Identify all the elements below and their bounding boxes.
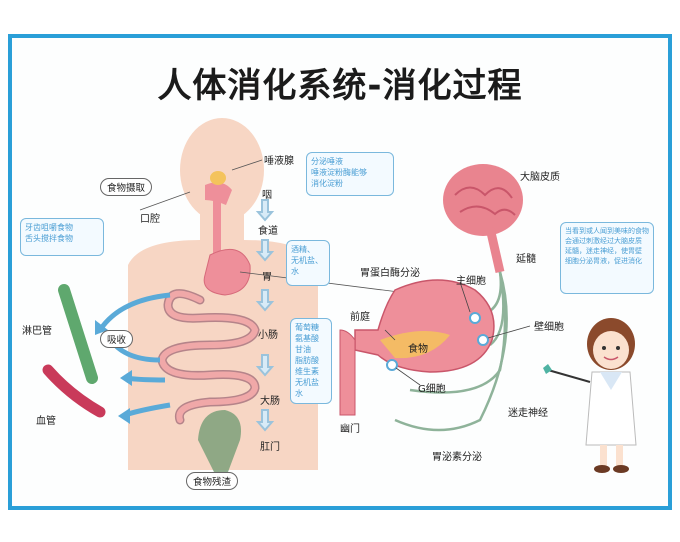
label-parietal-cell: 壁细胞 [534, 322, 564, 333]
saliva-gland-shape [210, 171, 226, 185]
large-intestine-shape [198, 410, 241, 472]
label-saliva-gland: 唾液腺 [264, 156, 294, 167]
stomach-illustration [339, 279, 495, 416]
si-absorb-line-7: 水 [295, 389, 303, 398]
teeth-tongue-box: 牙齿咀嚼食物 舌头搅拌食物 [20, 218, 104, 256]
brain-illustration [443, 164, 523, 273]
brain-note-line-1: 当看到或人闻到美味的食物 [565, 227, 649, 235]
label-absorption: 吸收 [100, 330, 134, 348]
poster-title: 人体消化系统-消化过程 [157, 66, 523, 106]
brain-note-line-3: 延髓，迷走神经，使胃壁 [565, 247, 642, 255]
saliva-note-line-1: 分泌唾液 [311, 157, 343, 166]
teeth-tongue-line-1: 牙齿咀嚼食物 [25, 223, 73, 232]
si-absorb-line-3: 甘油 [295, 345, 311, 354]
label-large-intestine: 大肠 [260, 396, 280, 407]
stomach-absorb-line-2: 无机盐、 [291, 256, 323, 265]
small-intestine-absorb-box: 葡萄糖 氨基酸 甘油 脂肪酸 维生素 无机盐 水 [290, 318, 332, 404]
label-medulla: 延髓 [516, 254, 536, 265]
brain-note-box: 当看到或人闻到美味的食物 会通过刺激经过大脑皮质 延髓，迷走神经，使胃壁 细胞分… [560, 222, 654, 294]
label-pharynx: 咽 [262, 190, 272, 201]
label-esophagus: 食道 [258, 226, 278, 237]
si-absorb-line-5: 维生素 [295, 367, 319, 376]
teeth-tongue-line-2: 舌头搅拌食物 [25, 234, 73, 243]
label-stomach: 胃 [262, 272, 272, 283]
stomach-absorb-line-3: 水 [291, 267, 299, 276]
lymph-vessel-shape [58, 284, 98, 384]
body-stomach [203, 248, 251, 296]
label-pepsin-secretion: 胃蛋白酶分泌 [360, 268, 420, 279]
label-food-intake: 食物摄取 [100, 178, 153, 196]
stomach-absorb-box: 酒精、 无机盐、 水 [286, 240, 330, 286]
label-blood-vessel: 血管 [36, 416, 56, 427]
label-gastrin-secretion: 胃泌素分泌 [432, 452, 482, 463]
stage-arrows [255, 199, 275, 432]
stomach-absorb-line-1: 酒精、 [291, 245, 315, 254]
label-small-intestine: 小肠 [258, 330, 278, 341]
label-brain-cortex: 大脑皮质 [520, 172, 560, 183]
blood-vessel-shape [42, 364, 106, 418]
si-absorb-line-1: 葡萄糖 [295, 323, 319, 332]
label-pylorus: 幽门 [340, 424, 360, 435]
si-absorb-line-2: 氨基酸 [295, 334, 319, 343]
label-g-cell: G细胞 [418, 384, 446, 395]
brain-note-line-2: 会通过刺激经过大脑皮质 [565, 237, 642, 245]
label-food-residue: 食物残渣 [186, 472, 239, 490]
label-anus: 肛门 [260, 442, 280, 453]
saliva-note-line-3: 消化淀粉 [311, 179, 343, 188]
label-lymph-vessel: 淋巴管 [22, 326, 52, 337]
saliva-note-box: 分泌唾液 唾液淀粉酶能够 消化淀粉 [306, 152, 394, 196]
label-food: 食物 [408, 344, 428, 355]
label-chief-cell: 主细胞 [456, 276, 486, 287]
si-absorb-line-4: 脂肪酸 [295, 356, 319, 365]
mouth-cavity [205, 182, 232, 205]
label-antrum: 前庭 [350, 312, 370, 323]
label-mouth: 口腔 [140, 214, 160, 225]
saliva-note-line-2: 唾液淀粉酶能够 [311, 168, 367, 177]
brain-note-line-4: 细胞分泌胃液，促进消化 [565, 257, 642, 265]
esophagus-tube [213, 200, 221, 255]
teacher-illustration [543, 318, 637, 473]
label-vagus-nerve: 迷走神经 [508, 408, 548, 419]
si-absorb-line-6: 无机盐 [295, 378, 319, 387]
